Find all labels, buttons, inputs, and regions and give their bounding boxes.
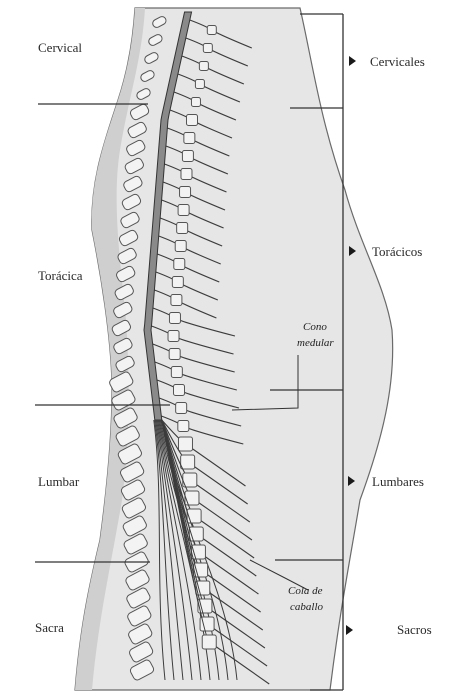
nerve-ganglion (195, 80, 204, 89)
annotation-cono-medular-line1: Cono (303, 321, 327, 333)
nerve-ganglion (178, 421, 189, 432)
nerve-ganglion (178, 205, 189, 216)
arrow-icon (346, 625, 353, 635)
nerve-ganglion (176, 403, 187, 414)
nerve-ganglion (207, 26, 216, 35)
nerve-ganglion (180, 187, 191, 198)
nerve-ganglion (174, 385, 185, 396)
region-label-cervical: Cervical (38, 40, 82, 55)
nerve-ganglion (187, 509, 201, 523)
nerve-ganglion (168, 331, 179, 342)
nerve-ganglion (203, 44, 212, 53)
nerve-ganglion (177, 223, 188, 234)
arrow-icon (349, 56, 356, 66)
nerve-ganglion (187, 115, 198, 126)
region-label-toracica: Torácica (38, 268, 83, 283)
annotation-cola-de-caballo-line1: Cola de (288, 585, 323, 597)
region-label-sacra: Sacra (35, 620, 64, 635)
nerve-ganglion (178, 437, 192, 451)
nerve-ganglion (185, 491, 199, 505)
nerve-ganglion (202, 635, 216, 649)
region-label-lumbar: Lumbar (38, 474, 80, 489)
nerve-ganglion (191, 98, 200, 107)
annotation-cola-de-caballo-line2: caballo (290, 601, 323, 613)
nerve-ganglion (181, 169, 192, 180)
nerve-label-cervicales: Cervicales (370, 54, 425, 69)
nerve-ganglion (171, 295, 182, 306)
nerve-ganglion (171, 367, 182, 378)
nerve-label-toracicos: Torácicos (372, 244, 422, 259)
nerve-ganglion (174, 259, 185, 270)
nerve-label-sacros: Sacros (397, 622, 432, 637)
nerve-ganglion (182, 151, 193, 162)
nerve-ganglion (172, 277, 183, 288)
nerve-ganglion (199, 62, 208, 71)
nerve-ganglion (169, 313, 180, 324)
annotation-cono-medular-line2: medular (297, 337, 334, 349)
nerve-label-lumbares: Lumbares (372, 474, 424, 489)
nerve-ganglion (184, 133, 195, 144)
nerve-ganglion (169, 349, 180, 360)
nerve-ganglion (175, 241, 186, 252)
nerve-ganglion (181, 455, 195, 469)
